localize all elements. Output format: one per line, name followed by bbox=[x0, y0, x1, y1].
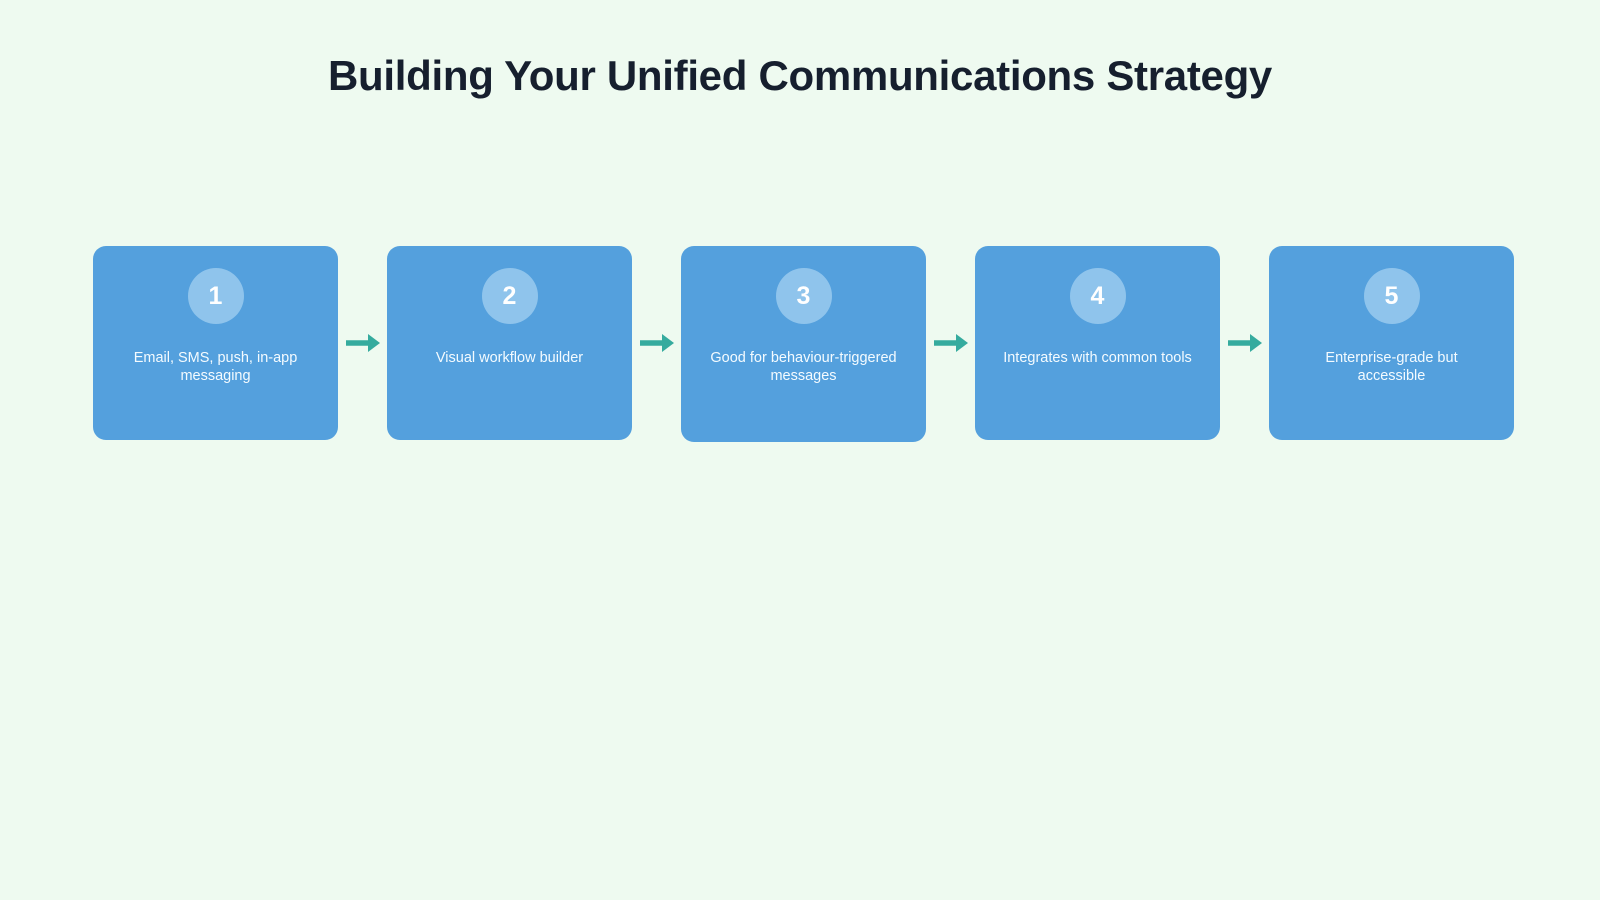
step-card-1[interactable]: 1 Email, SMS, push, in-app messaging bbox=[93, 246, 338, 440]
step-card-4[interactable]: 4 Integrates with common tools bbox=[975, 246, 1220, 440]
step-number-badge-4: 4 bbox=[1069, 268, 1126, 324]
step-card-3[interactable]: 3 Good for behaviour-triggered messages bbox=[681, 246, 926, 442]
flow-step-1: 1 Email, SMS, push, in-app messaging bbox=[93, 246, 387, 440]
step-number-4: 4 bbox=[1090, 281, 1105, 310]
flow-step-2: 2 Visual workflow builder bbox=[387, 246, 681, 440]
step-description-3: Good for behaviour-triggered messages bbox=[710, 350, 897, 384]
step-number-2: 2 bbox=[502, 281, 517, 310]
step-number-badge-3: 3 bbox=[775, 268, 832, 324]
arrow-right-icon bbox=[639, 334, 674, 352]
step-description-2: Visual workflow builder bbox=[435, 350, 584, 366]
flow-connector-4 bbox=[1220, 246, 1269, 440]
flow-step-4: 4 Integrates with common tools bbox=[975, 246, 1269, 440]
step-card-5[interactable]: 5 Enterprise-grade but accessible bbox=[1269, 246, 1514, 440]
step-description-4: Integrates with common tools bbox=[1003, 350, 1192, 366]
step-description-5: Enterprise-grade but accessible bbox=[1325, 350, 1458, 384]
flow-connector-2 bbox=[632, 246, 681, 440]
step-number-1: 1 bbox=[208, 281, 223, 310]
process-flow: 1 Email, SMS, push, in-app messaging 2 V… bbox=[93, 246, 1514, 442]
step-number-3: 3 bbox=[796, 281, 811, 310]
arrow-right-icon bbox=[933, 334, 968, 352]
step-number-5: 5 bbox=[1384, 281, 1399, 310]
step-number-badge-1: 1 bbox=[187, 268, 244, 324]
page-title: Building Your Unified Communications Str… bbox=[327, 52, 1272, 99]
step-card-2[interactable]: 2 Visual workflow builder bbox=[387, 246, 632, 440]
step-number-badge-2: 2 bbox=[481, 268, 538, 324]
flow-step-5: 5 Enterprise-grade but accessible bbox=[1269, 246, 1514, 440]
flow-connector-3 bbox=[926, 246, 975, 440]
step-number-badge-5: 5 bbox=[1363, 268, 1420, 324]
arrow-right-icon bbox=[345, 334, 380, 352]
step-description-1: Email, SMS, push, in-app messaging bbox=[133, 350, 298, 384]
flow-step-3: 3 Good for behaviour-triggered messages bbox=[681, 246, 975, 442]
flow-connector-1 bbox=[338, 246, 387, 440]
arrow-right-icon bbox=[1227, 334, 1262, 352]
